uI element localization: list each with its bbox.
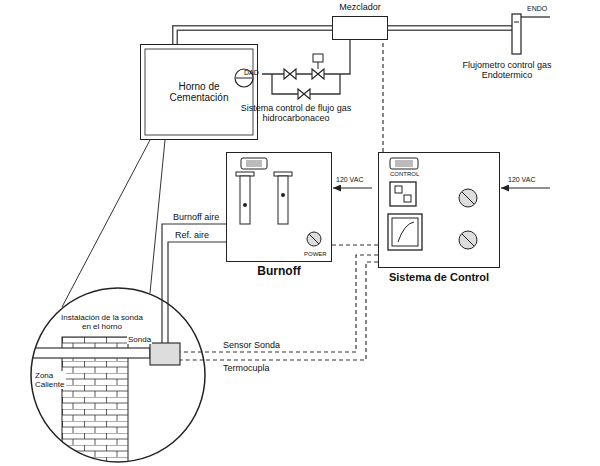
edge-label: Termocupla bbox=[222, 363, 271, 373]
control-window bbox=[390, 182, 416, 206]
display-curve bbox=[398, 222, 414, 242]
rotameter-tube bbox=[240, 176, 250, 224]
node-label: Horno de Cementación bbox=[159, 81, 239, 104]
gas-pipe bbox=[388, 25, 512, 31]
signal-wire bbox=[382, 40, 383, 152]
text-label: 120 VAC bbox=[508, 176, 536, 184]
flowmeter-mark bbox=[514, 22, 519, 23]
text-label: 120 VAC bbox=[336, 176, 364, 184]
control-knob bbox=[459, 189, 477, 207]
text-label: Zona Caliente bbox=[34, 371, 66, 389]
text-label: Sonda bbox=[127, 335, 152, 344]
flowmeter bbox=[512, 14, 521, 54]
solenoid-symbol bbox=[313, 54, 323, 62]
endo-inlet bbox=[521, 16, 550, 17]
air-tube-inner bbox=[167, 304, 168, 343]
air-tube bbox=[162, 224, 226, 300]
signal-wire-inner bbox=[180, 351, 202, 352]
text-label: ENDO bbox=[527, 5, 547, 13]
gas-pipe-bore bbox=[388, 27, 512, 30]
burnoff-panel: Burnoff bbox=[226, 152, 332, 262]
knob-hatch bbox=[309, 234, 319, 244]
control-button bbox=[404, 195, 411, 202]
rotameter-tube bbox=[278, 176, 288, 224]
display-window bbox=[388, 214, 422, 250]
logo-mark bbox=[395, 160, 413, 167]
power-feed bbox=[501, 187, 550, 188]
gas-pipe-bore bbox=[175, 28, 332, 44]
display-screen bbox=[392, 218, 418, 246]
node-label: Mezclador bbox=[339, 2, 381, 12]
valve-symbol bbox=[298, 89, 310, 99]
solenoid-stem bbox=[318, 62, 319, 69]
knob-hatch bbox=[462, 234, 474, 246]
probe-rod bbox=[28, 348, 150, 358]
power-feed bbox=[333, 187, 372, 188]
rotameter-cap bbox=[236, 172, 254, 176]
bypass-line bbox=[272, 74, 340, 94]
logo-plate bbox=[390, 158, 418, 169]
edge-label: Sensor Sonda bbox=[222, 340, 281, 350]
rotameter-ball bbox=[281, 193, 285, 197]
text-label: Sistema control de flujo gas hidrocarbon… bbox=[240, 103, 352, 124]
signal-wire bbox=[332, 244, 378, 245]
circle-outline bbox=[31, 288, 205, 462]
logo-plate bbox=[241, 158, 267, 169]
node-label: Burnoff bbox=[257, 265, 300, 279]
edge-label: Ref. aire bbox=[174, 230, 210, 240]
gas-line bbox=[262, 40, 350, 74]
detail-title: Instalación de la sonda en el horno bbox=[60, 313, 144, 331]
signal-wire bbox=[204, 262, 378, 360]
edge-label: Burnoff aire bbox=[172, 212, 220, 222]
text-label: POWER bbox=[304, 251, 327, 258]
probe-head bbox=[150, 343, 180, 365]
valve-symbol bbox=[284, 69, 296, 79]
signal-wire-inner bbox=[180, 359, 204, 360]
text-label: DAD bbox=[244, 69, 259, 77]
furnace-inner-wall bbox=[145, 49, 253, 135]
detail-leader bbox=[150, 140, 165, 293]
air-tube-inner bbox=[161, 300, 162, 343]
rotameter-cap bbox=[274, 172, 292, 176]
rotameter-ball bbox=[243, 203, 247, 207]
text-label: CONTROL bbox=[390, 171, 419, 178]
gas-pipe bbox=[175, 28, 332, 44]
control-panel: Sistema de Control bbox=[378, 152, 500, 268]
power-knob bbox=[307, 232, 321, 246]
node-label: Sistema de Control bbox=[389, 271, 489, 284]
control-knob bbox=[459, 231, 477, 249]
furnace-box: Horno de Cementación bbox=[140, 44, 258, 140]
logo-mark bbox=[246, 160, 262, 167]
knob-hatch bbox=[462, 192, 474, 204]
detail-leader bbox=[62, 140, 150, 307]
signal-wire bbox=[202, 255, 378, 352]
valve-symbol bbox=[312, 69, 324, 79]
air-tube bbox=[168, 242, 226, 304]
control-button bbox=[395, 186, 402, 193]
probe-port-line bbox=[236, 78, 252, 79]
mixer-box: Mezclador bbox=[332, 16, 388, 40]
text-label: Flujometro control gas Endotermico bbox=[452, 60, 562, 81]
